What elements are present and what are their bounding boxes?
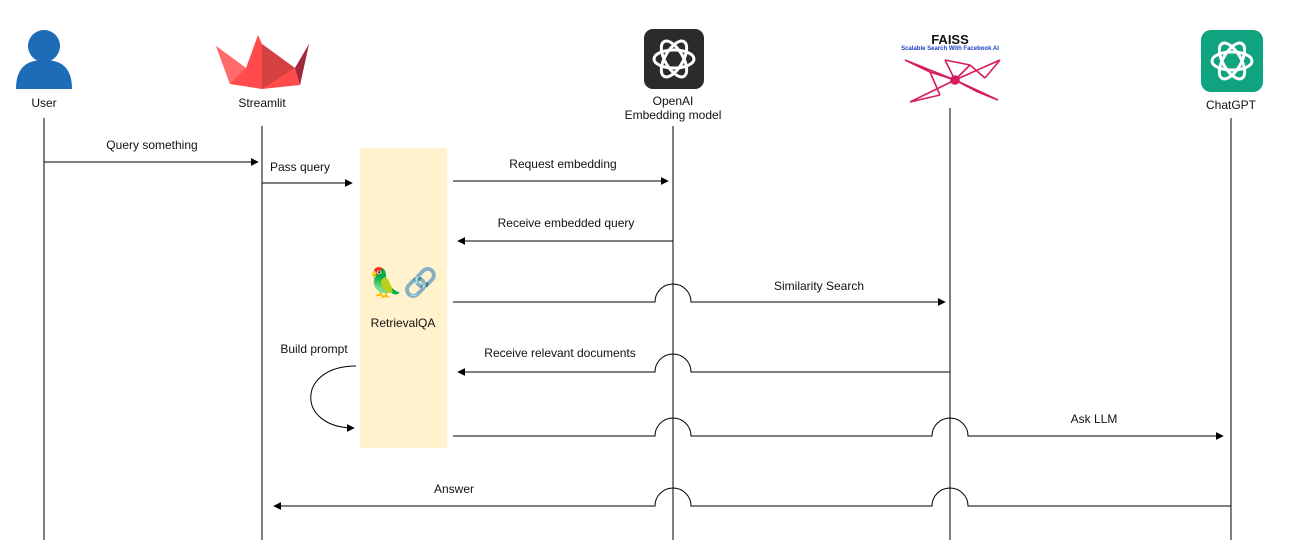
faiss-title: FAISS	[931, 32, 969, 47]
chatgpt-logo-icon	[1201, 30, 1263, 92]
msg-answer: Answer	[433, 482, 475, 496]
faiss-logo-icon	[904, 59, 1001, 103]
arrow-receive-relevant-documents	[457, 353, 950, 376]
msg-ask-llm: Ask LLM	[1070, 412, 1118, 426]
msg-receive-embedded-query: Receive embedded query	[497, 216, 635, 230]
arrow-build-prompt	[310, 365, 357, 432]
arrow-answer	[273, 487, 1231, 510]
parrot-chain-icon: 🦜🔗	[368, 267, 438, 298]
openai-label: OpenAI	[652, 94, 694, 108]
openai-logo-icon	[644, 29, 704, 89]
streamlit-label: Streamlit	[238, 96, 286, 110]
streamlit-logo-icon	[216, 35, 309, 89]
retrievalqa-box	[360, 148, 447, 448]
chatgpt-label: ChatGPT	[1205, 98, 1257, 112]
arrow-similarity-search	[453, 283, 946, 306]
retrievalqa-label: RetrievalQA	[370, 316, 436, 330]
msg-receive-relevant-documents: Receive relevant documents	[484, 346, 636, 360]
msg-pass-query: Pass query	[269, 160, 331, 174]
user-icon	[16, 30, 72, 89]
msg-build-prompt: Build prompt	[280, 342, 348, 356]
user-label: User	[31, 96, 57, 110]
faiss-subtitle: Scalable Search With Facebook AI	[901, 46, 999, 52]
msg-similarity-search: Similarity Search	[773, 279, 865, 293]
msg-request-embedding: Request embedding	[509, 157, 617, 171]
arrow-ask-llm	[453, 417, 1224, 440]
openai-sublabel: Embedding model	[624, 108, 722, 122]
msg-query-something: Query something	[106, 138, 198, 152]
